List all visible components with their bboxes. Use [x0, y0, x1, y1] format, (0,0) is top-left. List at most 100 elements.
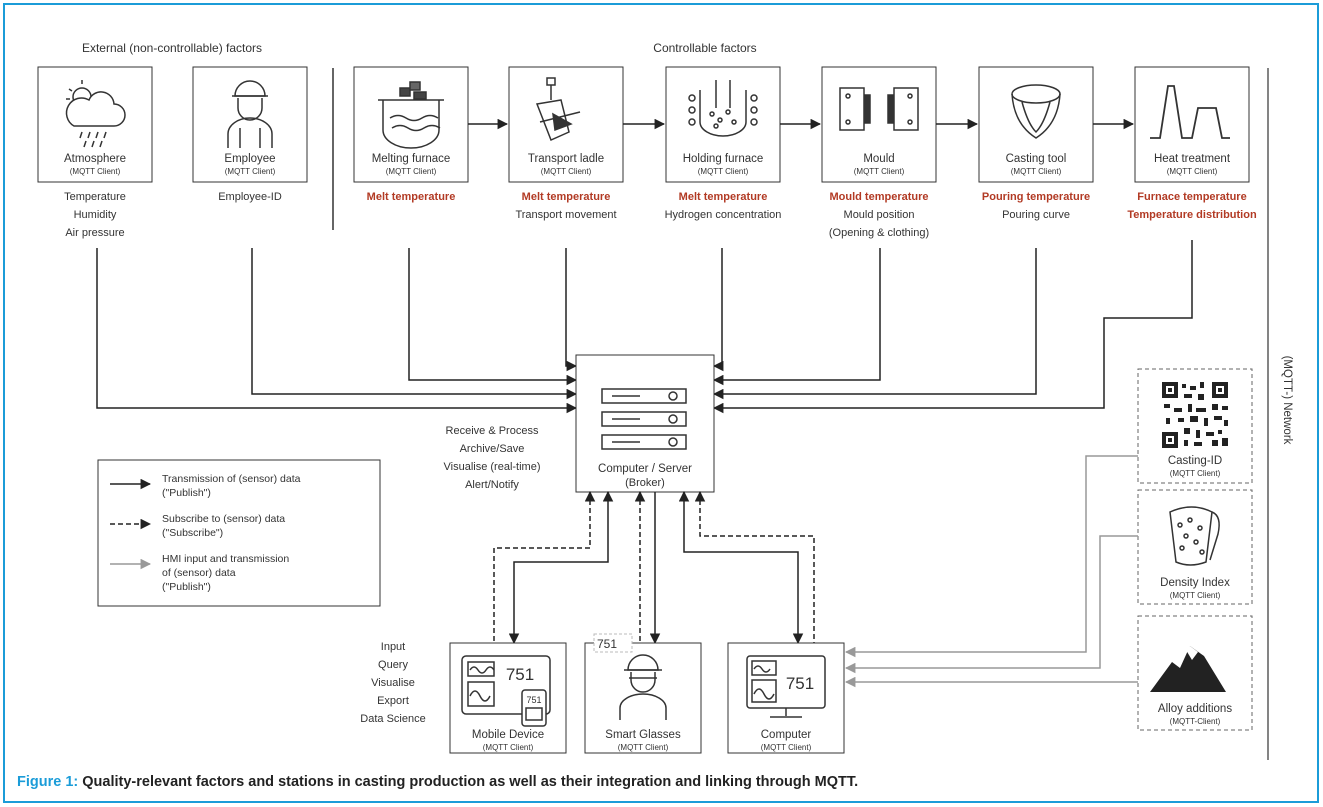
heat-curve-icon: [1150, 85, 1230, 139]
station-client: (MQTT Client): [386, 167, 437, 176]
client-client: (MQTT Client): [761, 743, 812, 752]
station-name: Transport ladle: [528, 153, 604, 165]
station-client: (MQTT Client): [698, 167, 749, 176]
qr-code-icon: [1162, 382, 1228, 448]
client-client: (MQTT Client): [618, 743, 669, 752]
svg-text:Transport movement: Transport movement: [515, 209, 616, 221]
legend: Transmission of (sensor) data ("Publish"…: [97, 459, 381, 607]
param-casting-tool: Pouring temperature Pouring curve: [982, 191, 1090, 221]
melting-furnace-icon: [378, 81, 444, 149]
station-client: (MQTT Client): [225, 167, 276, 176]
svg-text:Visualise (real-time): Visualise (real-time): [444, 461, 541, 473]
hmi-alloy-additions: Alloy additions (MQTT-Client): [1137, 615, 1253, 731]
param-employee: Employee-ID: [218, 191, 282, 203]
svg-text:Melt temperature: Melt temperature: [367, 191, 456, 203]
station-melting-furnace: Melting furnace (MQTT Client): [353, 66, 469, 183]
svg-text:Input: Input: [381, 641, 405, 653]
param-melting-furnace: Melt temperature: [367, 191, 456, 203]
station-client: (MQTT Client): [70, 167, 121, 176]
client-computer: 751 Computer (MQTT Client): [727, 642, 845, 754]
param-holding-furnace: Melt temperature Hydrogen concentration: [665, 191, 782, 221]
mould-icon: [839, 87, 919, 131]
station-transport-ladle: Transport ladle (MQTT Client): [508, 66, 624, 183]
client-client: (MQTT Client): [483, 743, 534, 752]
legend-text: ("Publish"): [162, 487, 211, 499]
client-smart-glasses: 751 Smart Glasses (MQTT Client): [584, 633, 702, 754]
svg-text:Humidity: Humidity: [74, 209, 117, 221]
svg-text:Data Science: Data Science: [360, 713, 425, 725]
hmi-client: (MQTT Client): [1170, 469, 1221, 478]
param-transport-ladle: Melt temperature Transport movement: [515, 191, 616, 221]
hmi-name: Density Index: [1160, 577, 1230, 589]
legend-text: Transmission of (sensor) data: [162, 473, 301, 485]
legend-text: ("Publish"): [162, 581, 211, 593]
station-name: Casting tool: [1006, 153, 1067, 165]
legend-text: Subscribe to (sensor) data: [162, 513, 285, 525]
station-casting-tool: Casting tool (MQTT Client): [978, 66, 1094, 183]
svg-text:Air pressure: Air pressure: [65, 227, 124, 239]
server-rack-icon: [601, 388, 687, 450]
hmi-density-index: Density Index (MQTT Client): [1137, 489, 1253, 605]
legend-text: ("Subscribe"): [162, 527, 223, 539]
server-functions: Receive & Process Archive/Save Visualise…: [444, 425, 541, 491]
svg-text:Archive/Save: Archive/Save: [460, 443, 525, 455]
hmi-client: (MQTT Client): [1170, 591, 1221, 600]
hmi-casting-id: Casting-ID (MQTT Client): [1137, 368, 1253, 484]
caption-text: Quality-relevant factors and stations in…: [78, 774, 859, 790]
phone-display-value: 751: [526, 695, 541, 705]
server-box: Computer / Server (Broker): [575, 354, 715, 493]
svg-text:Melt temperature: Melt temperature: [679, 191, 768, 203]
param-atmosphere: Temperature Humidity Air pressure: [64, 191, 126, 239]
station-name: Heat treatment: [1154, 153, 1231, 165]
svg-text:Pouring curve: Pouring curve: [1002, 209, 1070, 221]
svg-text:Receive & Process: Receive & Process: [446, 425, 539, 437]
svg-text:Mould position: Mould position: [844, 209, 915, 221]
controllable-factors-header: Controllable factors: [653, 41, 756, 55]
worker-icon: [227, 80, 273, 148]
network-label: (MQTT-) Network: [1281, 356, 1293, 445]
station-name: Mould: [863, 153, 894, 165]
ladle-icon: [535, 77, 581, 142]
mountain-icon: [1150, 646, 1226, 692]
station-heat-treatment: Heat treatment (MQTT Client): [1134, 66, 1250, 183]
param-mould: Mould temperature Mould position (Openin…: [829, 191, 929, 239]
station-holding-furnace: Holding furnace (MQTT Client): [665, 66, 781, 183]
legend-text: of (sensor) data: [162, 567, 236, 579]
monitor-display-value: 751: [786, 674, 814, 693]
station-employee: Employee (MQTT Client): [192, 66, 308, 183]
station-client: (MQTT Client): [1167, 167, 1218, 176]
hmi-name: Casting-ID: [1168, 455, 1222, 467]
density-sample-icon: [1169, 506, 1220, 566]
legend-text: HMI input and transmission: [162, 553, 289, 565]
client-name: Computer: [761, 729, 812, 741]
client-mobile-device: 751 751 Mobile Device (MQTT Client): [449, 642, 567, 754]
ar-display-frame: [593, 633, 633, 653]
station-client: (MQTT Client): [1011, 167, 1062, 176]
station-atmosphere: Atmosphere (MQTT Client): [37, 66, 153, 183]
svg-text:Employee-ID: Employee-ID: [218, 191, 282, 203]
svg-text:Temperature distribution: Temperature distribution: [1127, 209, 1257, 221]
svg-text:Export: Export: [377, 695, 409, 707]
station-client: (MQTT Client): [541, 167, 592, 176]
station-name: Employee: [224, 153, 275, 165]
server-sub: (Broker): [625, 477, 665, 489]
hmi-name: Alloy additions: [1158, 703, 1232, 715]
server-name: Computer / Server: [598, 463, 692, 475]
svg-text:Visualise: Visualise: [371, 677, 415, 689]
svg-text:Mould temperature: Mould temperature: [829, 191, 928, 203]
tablet-display-value: 751: [506, 665, 534, 684]
param-heat-treatment: Furnace temperature Temperature distribu…: [1127, 191, 1257, 221]
svg-text:(Opening & clothing): (Opening & clothing): [829, 227, 929, 239]
client-name: Mobile Device: [472, 729, 544, 741]
external-factors-header: External (non-controllable) factors: [82, 41, 262, 55]
station-name: Holding furnace: [683, 153, 764, 165]
client-links: [493, 490, 815, 645]
svg-text:Melt temperature: Melt temperature: [522, 191, 611, 203]
station-mould: Mould (MQTT Client): [821, 66, 937, 183]
svg-text:Furnace temperature: Furnace temperature: [1137, 191, 1246, 203]
monitor-icon: [746, 655, 826, 718]
client-name: Smart Glasses: [605, 729, 681, 741]
svg-text:Temperature: Temperature: [64, 191, 126, 203]
tablet-phone-icon: [461, 655, 551, 727]
